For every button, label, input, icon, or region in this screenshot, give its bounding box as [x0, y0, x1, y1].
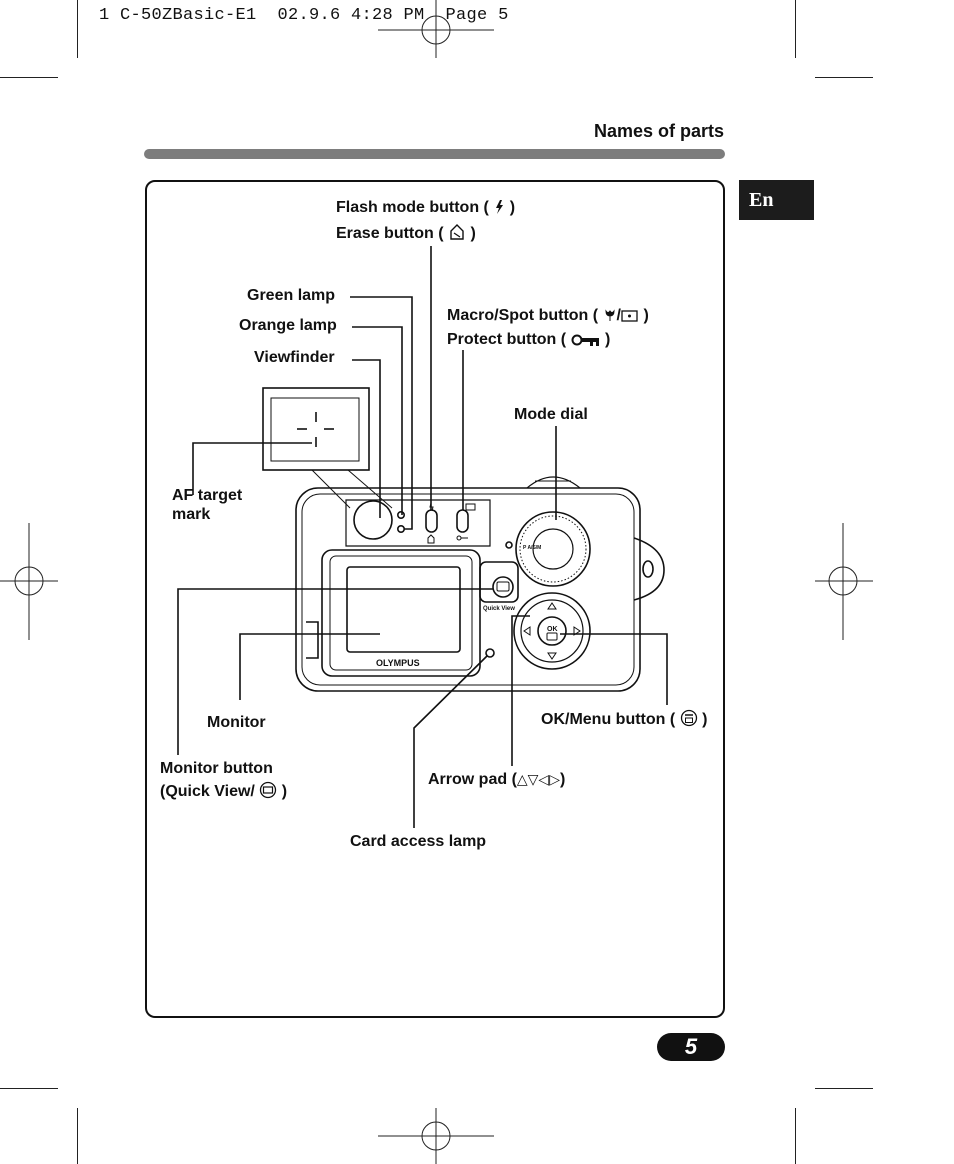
page-number: 5	[657, 1033, 725, 1061]
spot-icon	[465, 503, 476, 511]
mode-dial	[515, 511, 591, 587]
crop-mark	[0, 1088, 58, 1089]
arrow-down	[547, 652, 557, 660]
leader-lines	[177, 246, 668, 828]
label-text: (Quick View/	[160, 783, 255, 800]
camera-logo: OLYMPUS	[376, 658, 420, 668]
crop-mark	[815, 77, 873, 78]
ok-menu-icon	[680, 709, 697, 727]
viewfinder-inset	[262, 387, 370, 471]
label-text: Arrow pad (	[428, 771, 517, 788]
label-paren: )	[559, 771, 566, 788]
section-title: Names of parts	[593, 121, 724, 141]
label-text: OK/Menu button (	[541, 711, 676, 728]
label-macro-spot: Macro/Spot button ( / )	[447, 306, 649, 326]
ok-print: OK	[547, 626, 558, 633]
strap-lug	[633, 537, 665, 601]
label-paren: )	[605, 331, 611, 348]
label-monitor: Monitor	[207, 714, 266, 731]
green-lamp	[396, 510, 405, 519]
indicator-dot	[505, 541, 513, 549]
label-monitor-button-2: (Quick View/ )	[160, 781, 287, 802]
label-text: Protect button (	[447, 331, 567, 348]
crop-mark	[77, 1108, 78, 1164]
card-access-lamp	[485, 648, 495, 658]
diagram-frame	[145, 180, 725, 1018]
label-card-access: Card access lamp	[350, 833, 487, 850]
flash-icon	[496, 200, 504, 214]
crop-mark	[795, 1108, 796, 1164]
label-af-target-2: mark	[172, 506, 211, 523]
label-arrow-pad: Arrow pad (△▽◁▷)	[428, 770, 565, 790]
label-paren: )	[281, 783, 288, 800]
crop-mark	[815, 1088, 873, 1089]
arrow-symbols: △▽◁▷	[516, 772, 560, 788]
print-slug: 1 C-50ZBasic-E1 02.9.6 4:28 PM Page 5	[99, 6, 509, 25]
grip-tab	[306, 621, 319, 659]
ok-button	[537, 616, 567, 646]
arrow-pad-outer	[513, 592, 591, 670]
label-paren: )	[643, 307, 649, 324]
monitor-icon	[260, 781, 277, 799]
monitor-bezel	[329, 555, 473, 671]
label-viewfinder: Viewfinder	[254, 349, 335, 366]
protect-key-icon	[456, 535, 462, 541]
monitor-frame	[321, 549, 481, 677]
title-rule	[144, 149, 725, 159]
crop-mark	[77, 0, 78, 58]
label-ok-menu: OK/Menu button ( )	[541, 709, 707, 730]
macro-protect-button	[456, 509, 469, 533]
label-protect: Protect button ( )	[447, 330, 610, 350]
label-text: Flash mode button (	[336, 199, 489, 216]
orange-lamp	[396, 524, 405, 533]
label-text: Erase button (	[336, 225, 444, 242]
label-orange-lamp: Orange lamp	[239, 317, 337, 334]
label-erase: Erase button ( )	[336, 223, 476, 244]
label-green-lamp: Green lamp	[247, 287, 336, 304]
flash-erase-button	[425, 509, 438, 533]
quick-view-print: Quick View	[483, 606, 515, 612]
monitor-button-housing	[479, 561, 519, 603]
erase-icon	[427, 534, 435, 544]
monitor-screen	[346, 566, 461, 653]
protect-key-icon	[571, 334, 599, 346]
language-tab: En	[739, 180, 814, 220]
viewfinder-eyepiece	[353, 500, 393, 540]
label-monitor-button: Monitor button	[160, 760, 273, 777]
label-mode-dial: Mode dial	[514, 406, 588, 423]
label-paren: )	[470, 225, 476, 242]
monitor-button	[492, 576, 514, 598]
crop-mark	[0, 77, 58, 78]
label-text: Macro/Spot button (	[447, 307, 599, 324]
menu-glyph	[546, 632, 558, 641]
mode-dial-top	[526, 476, 581, 489]
label-paren: )	[509, 199, 516, 216]
mode-pasm-print: P A/S/M	[523, 545, 541, 551]
arrow-up	[547, 602, 557, 610]
label-flash-mode: Flash mode button ( )	[336, 198, 515, 218]
top-panel	[345, 499, 491, 547]
arrow-right	[573, 626, 581, 636]
crop-mark	[795, 0, 796, 58]
spot-icon	[621, 310, 638, 322]
erase-icon	[450, 224, 464, 240]
label-af-target: AF target	[172, 487, 243, 504]
arrow-left	[523, 626, 531, 636]
label-paren: )	[702, 711, 708, 728]
label-slash: /	[616, 307, 621, 324]
strap-hole	[642, 560, 654, 578]
arrow-pad	[520, 599, 584, 663]
macro-icon	[605, 309, 615, 321]
